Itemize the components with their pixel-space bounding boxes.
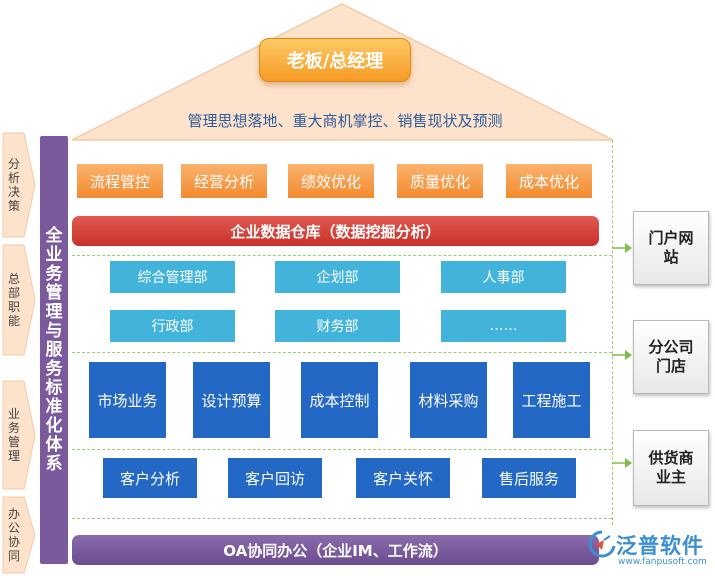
side-label: 总部职能 (7, 272, 20, 328)
branch-store-box: 分公司门店 (633, 320, 709, 394)
customer-item: 客户回访 (228, 458, 322, 498)
decision-item: 成本优化 (506, 164, 592, 198)
side-arrow-hq: 总部职能 (2, 244, 36, 356)
roof-caption: 管理思想落地、重大商机掌控、销售现状及预测 (187, 112, 503, 130)
side-label: 办公协同 (7, 507, 20, 563)
side-arrow-business: 业务管理 (2, 380, 36, 490)
decision-item: 绩效优化 (288, 164, 374, 198)
divider (612, 140, 613, 525)
logo-icon (588, 530, 616, 558)
logo-name: 泛普软件 (616, 534, 704, 558)
vertical-system-bar: 全业务管理与服务标准化体系 (40, 136, 68, 564)
supplier-owner-box: 供货商业主 (633, 430, 709, 506)
logo-url: www.fanpusoft.com (618, 557, 707, 567)
side-label: 分析决策 (7, 157, 20, 213)
business-item: 设计预算 (193, 362, 270, 438)
brand-logo: 泛普软件 www.fanpusoft.com (588, 528, 713, 572)
portal-box: 门户网站 (633, 211, 709, 285)
department-item: 行政部 (110, 310, 235, 342)
oa-bar: OA协同办公（企业IM、工作流） (72, 535, 599, 565)
side-label: 业务管理 (7, 407, 20, 463)
department-item: …… (441, 310, 566, 342)
business-item: 工程施工 (513, 362, 590, 438)
chevron-right-icon (2, 132, 36, 238)
business-item: 市场业务 (89, 362, 166, 438)
business-item: 成本控制 (301, 362, 378, 438)
customer-item: 客户分析 (103, 458, 197, 498)
divider (72, 449, 612, 450)
department-item: 财务部 (275, 310, 400, 342)
chevron-right-icon (2, 244, 36, 356)
boss-box: 老板/总经理 (259, 38, 411, 82)
chevron-right-icon (2, 496, 36, 574)
arrow-right-icon (612, 350, 632, 360)
department-item: 人事部 (441, 261, 566, 293)
customer-item: 客户关怀 (356, 458, 450, 498)
chevron-right-icon (2, 380, 36, 490)
divider (72, 255, 612, 256)
decision-item: 质量优化 (397, 164, 483, 198)
data-warehouse-bar: 企业数据仓库（数据挖掘分析） (72, 216, 599, 246)
side-arrow-decision: 分析决策 (2, 132, 36, 238)
decision-item: 经营分析 (181, 164, 267, 198)
arrow-right-icon (612, 243, 632, 253)
arrow-right-icon (612, 458, 632, 468)
side-arrow-office: 办公协同 (2, 496, 36, 574)
customer-item: 售后服务 (482, 458, 576, 498)
business-item: 材料采购 (410, 362, 487, 438)
department-item: 综合管理部 (110, 261, 235, 293)
decision-item: 流程管控 (77, 164, 163, 198)
department-item: 企划部 (275, 261, 400, 293)
divider (72, 352, 612, 353)
divider (72, 518, 612, 519)
